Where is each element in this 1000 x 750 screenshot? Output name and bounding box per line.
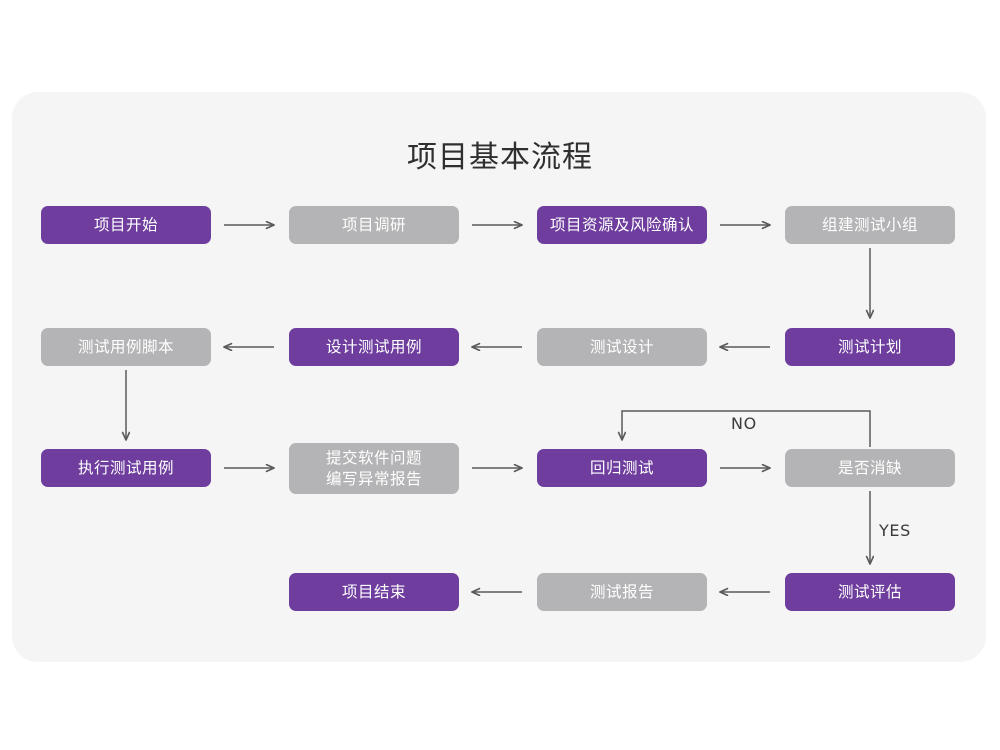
node-project-start[interactable]: 项目开始 xyxy=(41,206,211,244)
node-form-test-team[interactable]: 组建测试小组 xyxy=(785,206,955,244)
node-resource-risk-confirm[interactable]: 项目资源及风险确认 xyxy=(537,206,707,244)
node-project-end[interactable]: 项目结束 xyxy=(289,573,459,611)
node-design-test-case[interactable]: 设计测试用例 xyxy=(289,328,459,366)
node-project-research[interactable]: 项目调研 xyxy=(289,206,459,244)
node-submit-defect-report-line1: 提交软件问题 xyxy=(325,449,422,468)
node-test-evaluation[interactable]: 测试评估 xyxy=(785,573,955,611)
flowchart-card xyxy=(12,92,986,662)
node-test-case-script[interactable]: 测试用例脚本 xyxy=(41,328,211,366)
node-test-plan[interactable]: 测试计划 xyxy=(785,328,955,366)
node-execute-test-case[interactable]: 执行测试用例 xyxy=(41,449,211,487)
edge-label-no: NO xyxy=(731,414,757,433)
node-defect-resolved-decision[interactable]: 是否消缺 xyxy=(785,449,955,487)
edge-label-yes: YES xyxy=(879,521,911,540)
page-title: 项目基本流程 xyxy=(407,140,593,175)
node-regression-test[interactable]: 回归测试 xyxy=(537,449,707,487)
node-submit-defect-report-line2: 编写异常报告 xyxy=(325,469,422,488)
node-test-report[interactable]: 测试报告 xyxy=(537,573,707,611)
node-submit-defect-report[interactable]: 提交软件问题 编写异常报告 xyxy=(289,443,459,494)
node-test-design[interactable]: 测试设计 xyxy=(537,328,707,366)
